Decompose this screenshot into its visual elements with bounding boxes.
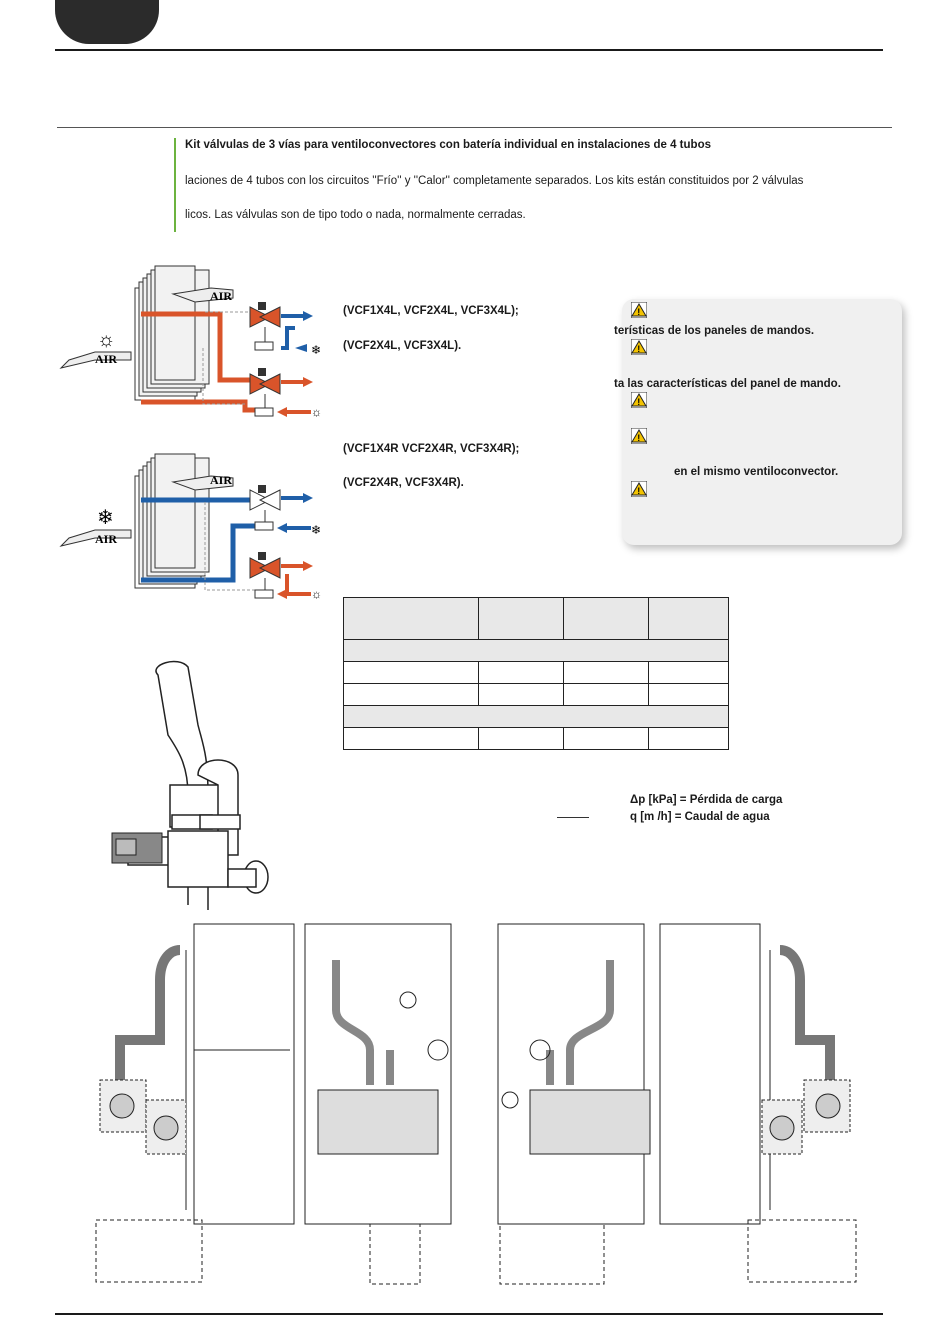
table-cell: [648, 661, 729, 684]
section-title: Kit válvulas de 3 vías para ventiloconve…: [185, 139, 711, 151]
svg-text:!: !: [637, 344, 640, 354]
svg-text:!: !: [637, 397, 640, 407]
piping-diagram-right: AIR AIR ❄ ❄ ☼: [59, 453, 322, 601]
table-group-row: [343, 705, 729, 728]
intro-paragraph-line1: laciones de 4 tubos con los circuitos ''…: [185, 175, 804, 187]
air-label-top: AIR: [210, 289, 232, 303]
table-cell: [648, 683, 729, 706]
legend-line: [557, 817, 589, 818]
spec-table: [343, 597, 729, 750]
sun-icon: ☼: [97, 329, 115, 351]
warning-icon: !: [631, 392, 647, 408]
header-rule: [55, 49, 883, 51]
section-rule: [57, 127, 892, 128]
snowflake-icon-2: ❄: [311, 523, 321, 537]
sun-small-icon: ☼: [311, 405, 322, 419]
table-header-cell: [478, 597, 564, 640]
table-header-cell: [343, 597, 479, 640]
air-label-left: AIR: [95, 352, 117, 366]
table-header-cell: [648, 597, 729, 640]
table-cell: [478, 683, 564, 706]
snowflake-icon: ❄: [311, 343, 321, 357]
legend-q: q [m /h] = Caudal de agua: [630, 811, 770, 823]
svg-text:!: !: [637, 433, 640, 443]
air-label-left-2: AIR: [95, 532, 117, 546]
table-cell: [648, 727, 729, 750]
legend-dp: Δp [kPa] = Pérdida de carga: [630, 794, 783, 806]
table-cell: [478, 727, 564, 750]
air-label-top-2: AIR: [210, 473, 232, 487]
svg-text:!: !: [637, 486, 640, 496]
left-models-line2: (VCF2X4L, VCF3X4L).: [343, 340, 462, 352]
intro-paragraph-line2: licos. Las válvulas son de tipo todo o n…: [185, 209, 526, 221]
note-1: terísticas de los paneles de mandos.: [614, 325, 815, 337]
installation-drawings: [95, 923, 857, 1285]
valve-kit-illustration: [111, 660, 269, 910]
footer-rule: [55, 1313, 883, 1315]
section-accent-bar: [174, 138, 176, 232]
left-models-line1: (VCF1X4L, VCF2X4L, VCF3X4L);: [343, 305, 519, 317]
warning-notes-panel: [622, 299, 902, 545]
header-tab: [55, 0, 159, 44]
note-3: en el mismo ventiloconvector.: [674, 466, 839, 478]
table-cell: [563, 683, 649, 706]
warning-icon: !: [631, 339, 647, 355]
warning-icon: !: [631, 428, 647, 444]
table-cell: [343, 683, 479, 706]
right-models-line2: (VCF2X4R, VCF3X4R).: [343, 477, 464, 489]
piping-diagram-left: AIR AIR ☼ ❄ ☼: [59, 265, 322, 419]
snowflake-large-icon: ❄: [97, 507, 114, 529]
table-cell: [478, 661, 564, 684]
table-group-row: [343, 639, 729, 662]
table-cell: [563, 661, 649, 684]
note-2: ta las características del panel de mand…: [614, 378, 841, 390]
warning-icon: !: [631, 481, 647, 497]
sun-small-icon-2: ☼: [311, 587, 322, 601]
warning-icon: !: [631, 302, 647, 318]
table-cell: [343, 727, 479, 750]
svg-text:!: !: [637, 307, 640, 317]
table-cell: [563, 727, 649, 750]
right-models-line1: (VCF1X4R VCF2X4R, VCF3X4R);: [343, 443, 520, 455]
table-cell: [343, 661, 479, 684]
table-header-cell: [563, 597, 649, 640]
